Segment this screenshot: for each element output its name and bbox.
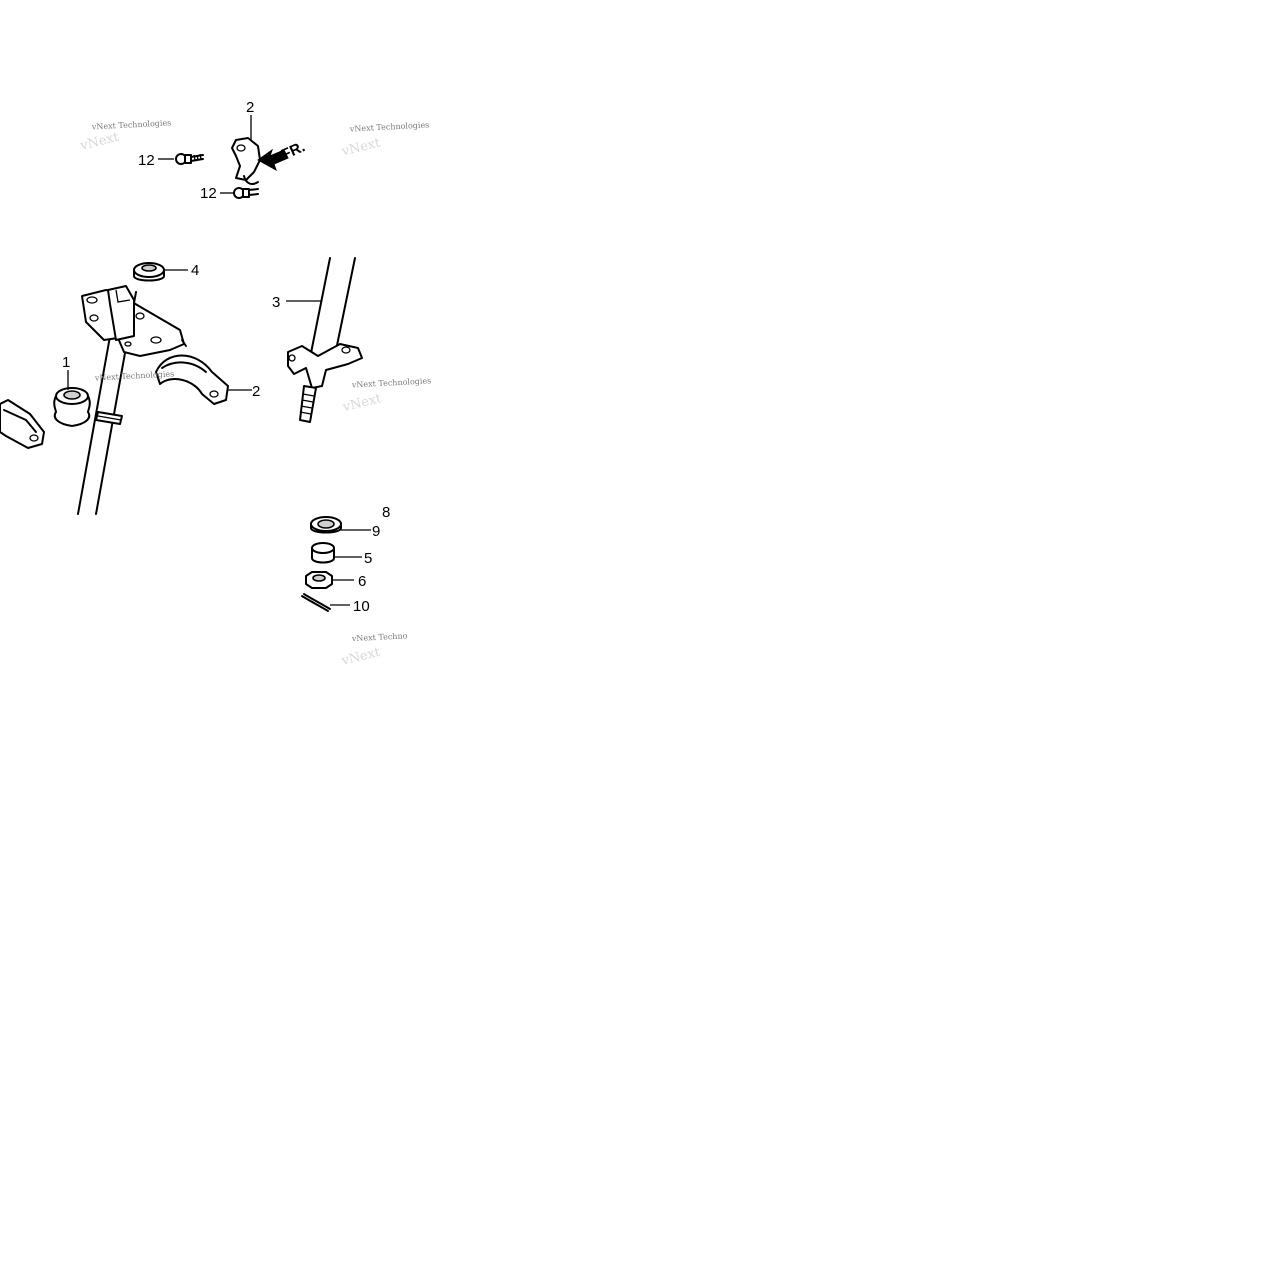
watermark-3: vNext Technologies: [94, 369, 175, 382]
svg-text:vNext Technologies: vNext Technologies: [349, 120, 430, 133]
callout-5: 5: [364, 550, 372, 567]
upper-bracket-part-2: [231, 115, 261, 185]
callout-12-b: 12: [200, 185, 217, 202]
callout-2-top: 2: [246, 99, 254, 116]
svg-text:vNext: vNext: [339, 135, 382, 159]
svg-text:vNext Techno: vNext Techno: [351, 631, 408, 643]
bolt-part-12-b: [220, 187, 259, 199]
callout-8-partial: 8: [382, 504, 390, 521]
callout-4: 4: [191, 262, 199, 279]
bolt-part-12-a: [158, 153, 204, 165]
bushing-part-1: [53, 370, 91, 427]
callout-6: 6: [358, 573, 366, 590]
callout-12-a: 12: [138, 152, 155, 169]
front-arrow-label: FR.: [279, 138, 308, 163]
collar-part-5: [311, 542, 362, 564]
lower-clamp-part-2: [155, 354, 252, 405]
left-edge-plate: [0, 399, 45, 449]
callout-2-mid: 2: [252, 383, 260, 400]
callout-3: 3: [272, 294, 280, 311]
callout-9: 9: [372, 523, 380, 540]
cotter-pin-part-10: [301, 593, 350, 612]
callout-10: 10: [353, 598, 370, 615]
svg-text:vNext Technologies: vNext Technologies: [351, 376, 432, 389]
svg-text:vNext: vNext: [78, 130, 121, 154]
grommet-part-4: [133, 262, 188, 282]
svg-text:vNext: vNext: [339, 645, 382, 669]
svg-text:vNext Technologies: vNext Technologies: [94, 369, 175, 382]
svg-text:vNext: vNext: [340, 391, 383, 415]
watermark-2: vNext vNext Technologies: [339, 120, 429, 159]
steering-shaft-part-3: [286, 257, 363, 423]
watermark-1: vNext vNext Technologies: [78, 118, 171, 154]
callout-1: 1: [62, 354, 70, 371]
front-direction-arrow: FR.: [257, 138, 308, 172]
nut-part-6: [305, 571, 354, 589]
watermark-4: vNext vNext Technologies: [340, 376, 431, 415]
bearing-part-9: [310, 516, 371, 534]
watermark-5: vNext vNext Techno: [339, 631, 408, 669]
svg-text:vNext Technologies: vNext Technologies: [91, 118, 172, 131]
column-mount-plate: [81, 285, 187, 357]
